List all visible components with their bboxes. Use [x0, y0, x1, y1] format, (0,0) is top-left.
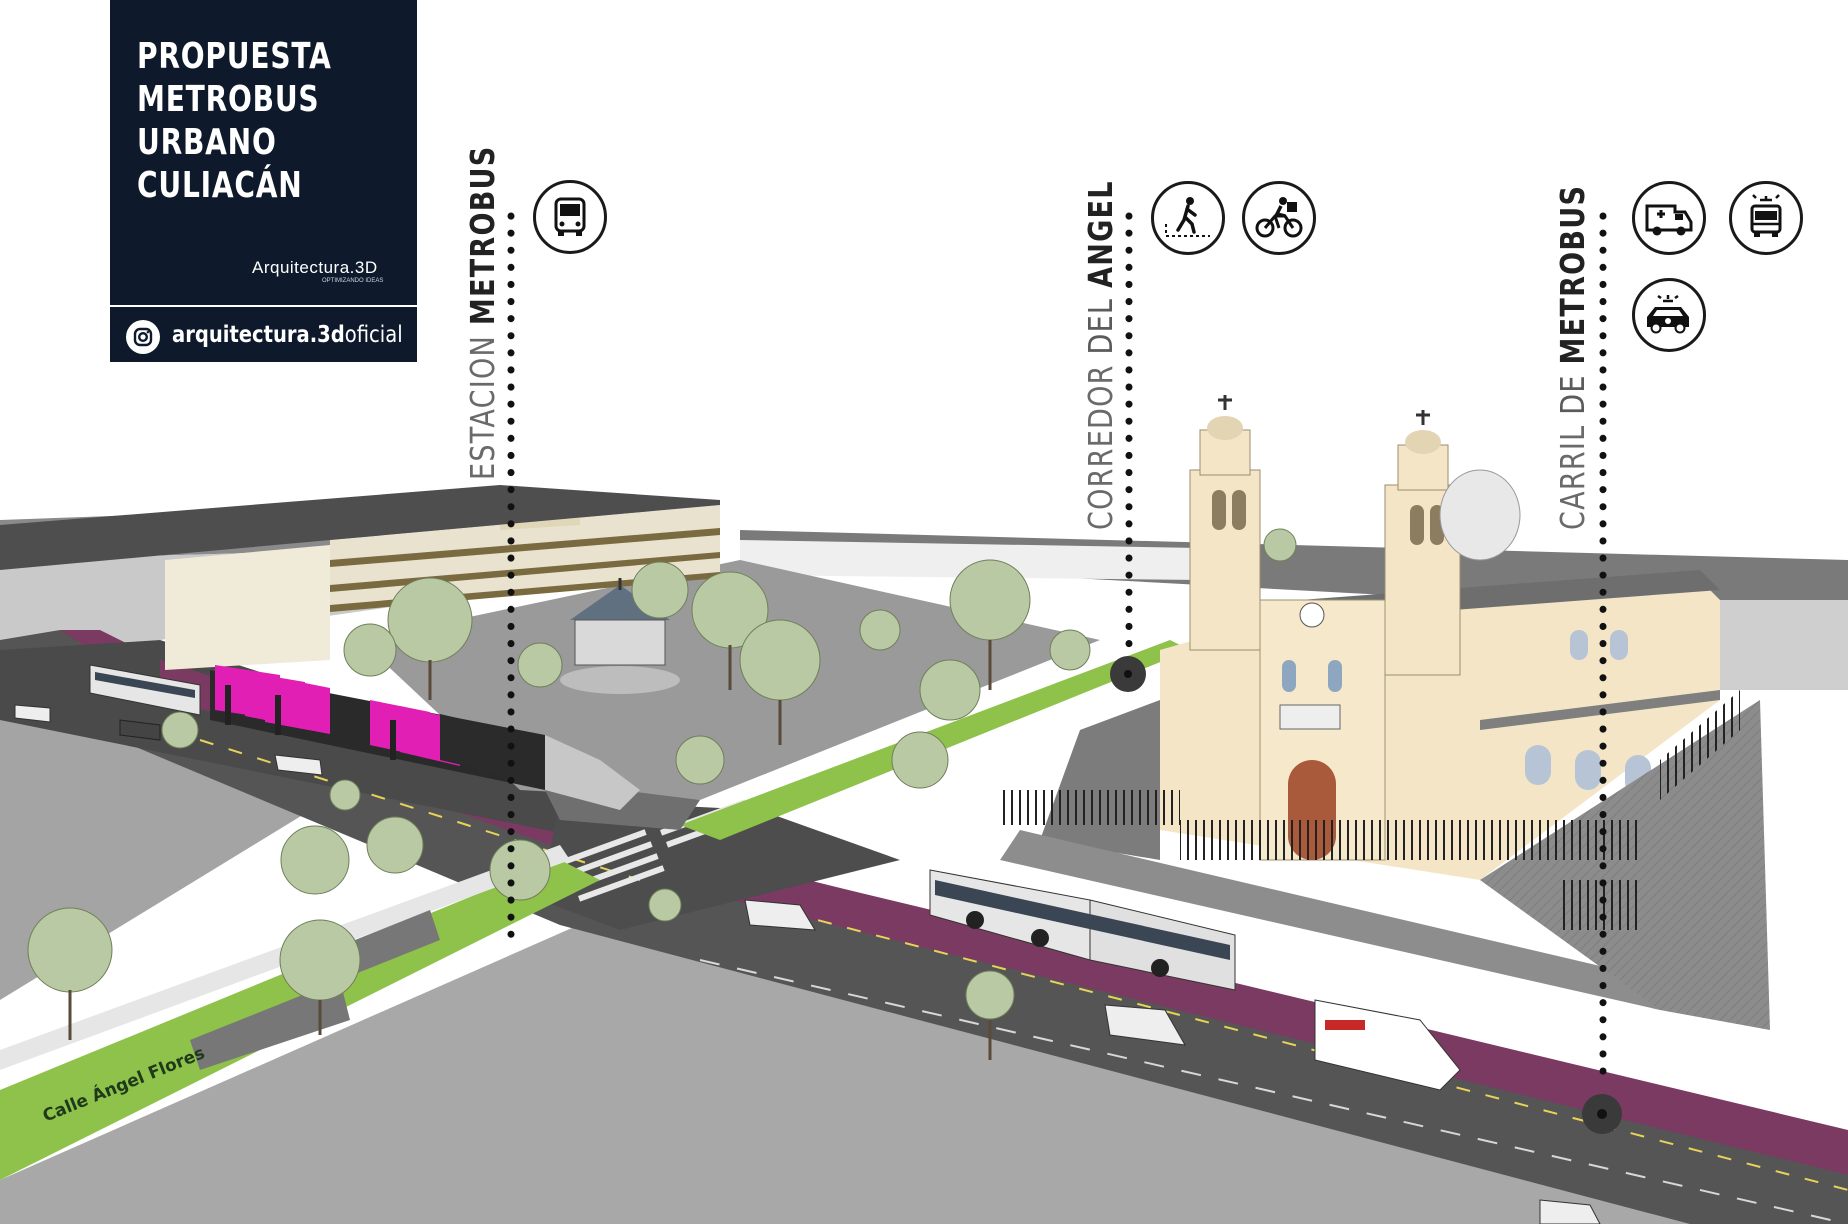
title-line-3: URBANO — [137, 122, 277, 163]
label-del-word: DEL — [1081, 297, 1120, 355]
leader-endpoints — [1110, 656, 1622, 1134]
ambulance-icon — [1632, 181, 1706, 255]
label-carril-de-metrobus: CARRIL DE METROBUS — [1553, 185, 1592, 530]
label-estacion-word: ESTACION — [463, 335, 502, 480]
instagram-icon — [126, 320, 160, 354]
label-metrobus-word: METROBUS — [463, 145, 502, 326]
panel-divider — [110, 305, 417, 307]
police-car-icon — [1632, 278, 1706, 352]
label-de-word: DE — [1553, 374, 1592, 415]
brand-tagline: OPTIMIZANDO IDEAS — [322, 278, 384, 284]
tree-trunks — [68, 640, 992, 1060]
label-estacion-metrobus: ESTACION METROBUS — [463, 146, 502, 480]
municipal-building — [0, 485, 720, 670]
label-corredor-del-angel: CORREDOR DEL ANGEL — [1081, 180, 1120, 530]
ambulance — [1314, 999, 1461, 1091]
leader-lines — [507, 212, 1607, 1079]
church — [1000, 395, 1770, 1030]
cars — [14, 704, 1601, 1224]
title-line-1: PROPUESTA — [137, 36, 332, 77]
label-metrobus-lane-word: METROBUS — [1553, 184, 1592, 365]
brand-logo-text: Arquitectura.3D — [252, 258, 378, 277]
label-carril-word: CARRIL — [1553, 424, 1592, 530]
title-line-2: METROBUS — [137, 79, 320, 120]
pedestrian-icon — [1151, 181, 1225, 255]
label-corredor-word: CORREDOR — [1081, 364, 1120, 530]
metrobus-station — [210, 665, 640, 810]
cyclist-icon — [1242, 181, 1316, 255]
metrobus-articulated — [929, 869, 1236, 991]
title-line-4: CULIACÁN — [137, 165, 303, 206]
station-buses — [89, 664, 201, 716]
bus-icon — [533, 180, 607, 254]
instagram-handle-suffix: oficial — [344, 322, 403, 348]
title-panel: PROPUESTA METROBUS URBANO CULIACÁN Arqui… — [110, 0, 417, 362]
instagram-handle[interactable]: arquitectura.3doficial — [172, 322, 403, 348]
fire-truck-icon — [1729, 181, 1803, 255]
label-angel-word: ANGEL — [1081, 180, 1120, 288]
instagram-handle-bold: arquitectura.3d — [172, 322, 345, 348]
trees — [27, 528, 1297, 1020]
